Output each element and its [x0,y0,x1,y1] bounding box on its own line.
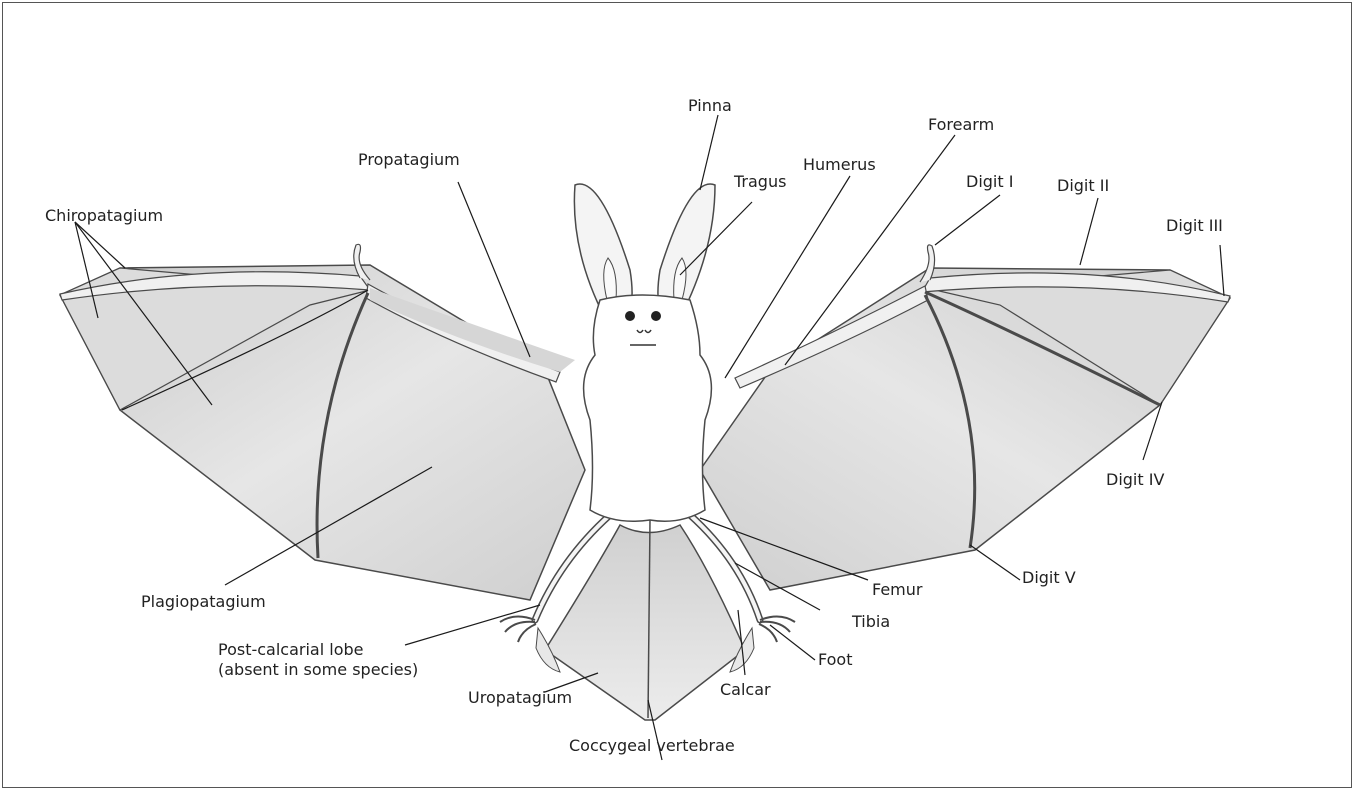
label-coccygeal-vertebrae: Coccygeal vertebrae [569,736,735,756]
leader-digit-2 [1080,198,1098,265]
label-plagiopatagium: Plagiopatagium [141,592,266,612]
left-eye [625,311,635,321]
right-wing [700,245,1230,590]
label-tragus: Tragus [734,172,786,192]
label-digit-2: Digit II [1057,176,1109,196]
bat-body [574,184,715,521]
label-digit-5: Digit V [1022,568,1076,588]
right-foot [759,616,795,642]
leader-chiropatagium-1 [75,222,125,268]
leader-digit-5 [970,545,1020,580]
label-digit-3: Digit III [1166,216,1223,236]
torso [584,295,712,521]
leader-digit-3 [1220,245,1224,296]
label-tibia: Tibia [852,612,890,632]
left-foot [500,616,536,642]
label-post-calcarial-lobe-line1: Post-calcarial lobe [218,640,418,660]
label-humerus: Humerus [803,155,876,175]
leader-digit-1 [935,195,1000,245]
label-pinna: Pinna [688,96,732,116]
label-propatagium: Propatagium [358,150,460,170]
label-digit-1: Digit I [966,172,1013,192]
left-wing [60,244,585,600]
leader-pinna [700,115,718,190]
label-digit-4: Digit IV [1106,470,1164,490]
label-chiropatagium: Chiropatagium [45,206,163,226]
label-uropatagium: Uropatagium [468,688,572,708]
label-foot: Foot [818,650,852,670]
label-calcar: Calcar [720,680,771,700]
leader-foot [770,625,815,660]
label-post-calcarial-lobe-line2: (absent in some species) [218,660,418,680]
label-forearm: Forearm [928,115,994,135]
label-post-calcarial-lobe: Post-calcarial lobe (absent in some spec… [218,640,418,680]
right-eye [651,311,661,321]
label-femur: Femur [872,580,922,600]
